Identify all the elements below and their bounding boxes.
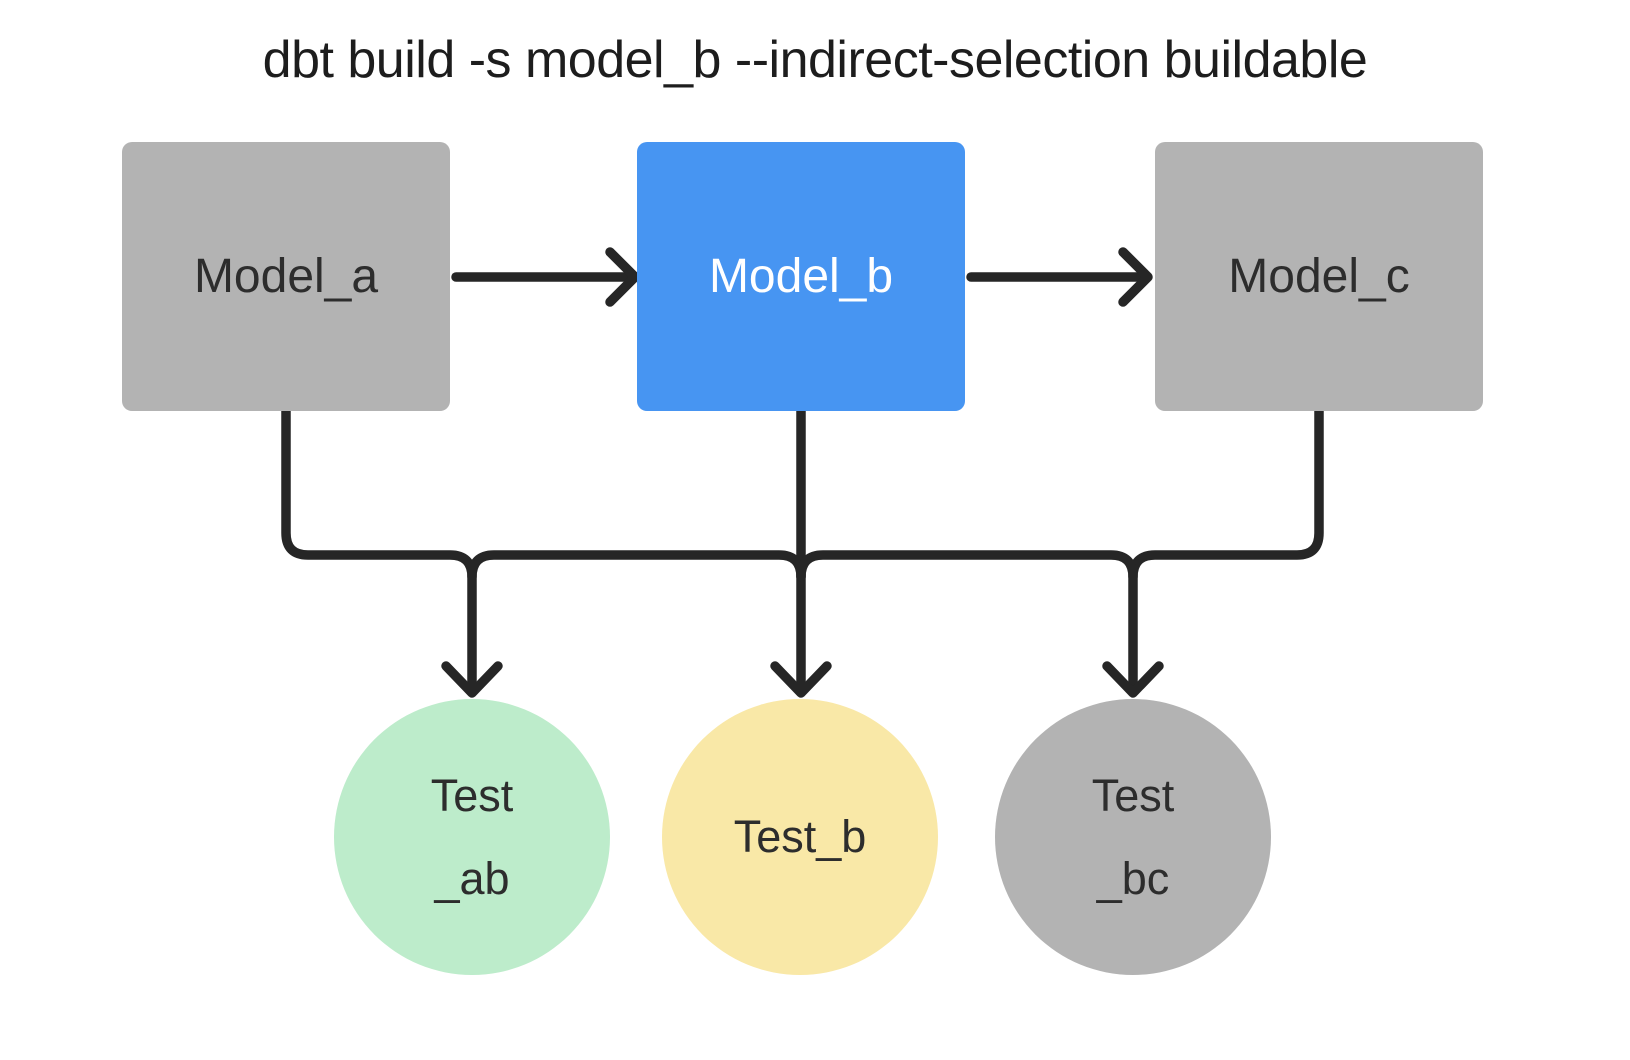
node-test-bc-label-line2: _bc [1096,853,1170,904]
node-model-b-label: Model_b [708,250,894,303]
node-test-ab-label-line2: _ab [434,853,510,904]
node-test-bc: Test _bc [995,699,1271,975]
diagram-title: dbt build -s model_b --indirect-selectio… [262,31,1368,89]
edge-model-b-to-test-bc [796,550,1138,582]
node-test-ab-label-line1: Test [430,769,514,821]
edge-model-b-to-test-ab [467,550,806,582]
node-model-b: Model_b [637,142,965,411]
node-model-c: Model_c [1155,142,1483,411]
arrowhead-icon-test-b [770,661,832,698]
arrowhead-icon-model-b [605,247,640,307]
node-model-c-label: Model_c [1228,250,1410,303]
edge-model-a-to-test-ab [281,406,477,696]
node-test-b-label-line1: Test_b [733,811,867,863]
node-model-a-label: Model_a [193,250,379,303]
node-model-a: Model_a [122,142,450,411]
node-test-ab: Test _ab [334,699,610,975]
node-test-b: Test_b [662,699,938,975]
edge-model-c-to-test-bc [1128,406,1324,696]
connector-group [281,247,1324,698]
arrowhead-icon-model-c [1118,247,1153,307]
arrowhead-icon-test-bc [1102,661,1164,698]
arrowhead-icon-test-ab [441,661,503,698]
node-test-bc-label-line1: Test [1091,769,1175,821]
